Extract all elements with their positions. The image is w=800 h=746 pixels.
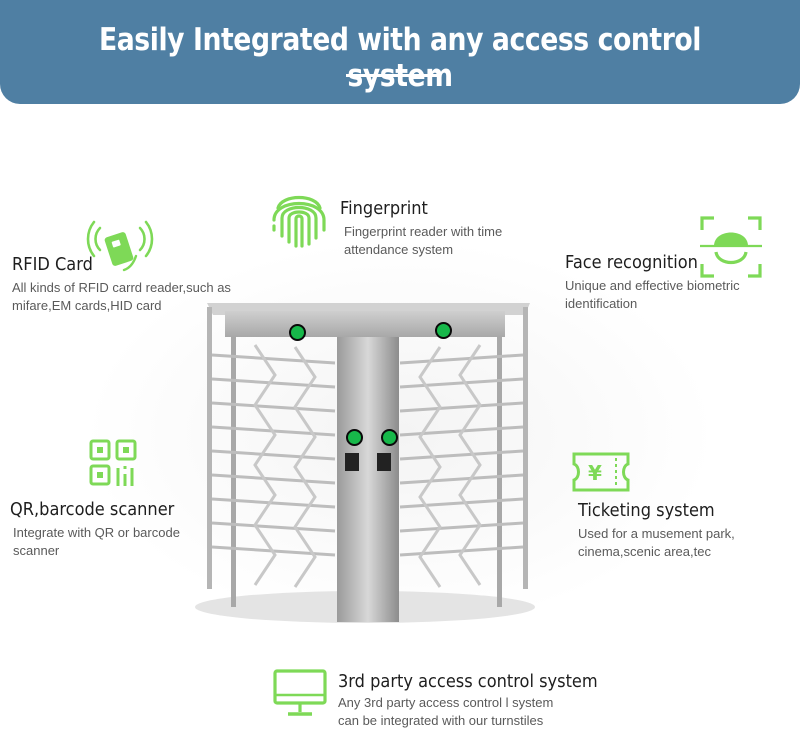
- feature-desc-line: Any 3rd party access control l system: [338, 695, 554, 710]
- feature-fingerprint: Fingerprint Fingerprint reader with time…: [340, 198, 502, 259]
- page-title: Easily Integrated with any access contro…: [98, 22, 702, 94]
- header-banner: Easily Integrated with any access contro…: [0, 0, 800, 104]
- svg-text:¥: ¥: [588, 461, 602, 485]
- feature-desc-line: mifare,EM cards,HID card: [12, 298, 162, 313]
- green-arrow-indicator: [289, 324, 306, 341]
- feature-desc-line: scanner: [13, 543, 60, 558]
- feature-desc-line: Integrate with QR or barcode: [13, 525, 180, 540]
- rfid-card-icon: [86, 218, 154, 274]
- feature-desc-line: Unique and effective biometric: [565, 278, 740, 293]
- face-recognition-icon: [700, 216, 762, 278]
- feature-desc-line: Used for a musement park,: [578, 526, 735, 541]
- green-arrow-indicator: [346, 429, 363, 446]
- feature-desc-line: attendance system: [344, 242, 454, 257]
- full-height-turnstile-image: [195, 285, 540, 625]
- feature-title: 3rd party access control system: [338, 671, 598, 692]
- feature-title: Fingerprint: [340, 198, 428, 219]
- feature-face-recognition: Face recognition Unique and effective bi…: [565, 252, 740, 313]
- feature-title: RFID Card: [12, 254, 93, 275]
- ticket-icon: ¥: [570, 450, 632, 494]
- feature-ticketing: Ticketing system Used for a musement par…: [578, 500, 735, 561]
- feature-desc-line: All kinds of RFID carrd reader,such as: [12, 280, 231, 295]
- qr-code-icon: [88, 438, 140, 488]
- feature-title: Face recognition: [565, 252, 698, 273]
- feature-desc-line: identification: [565, 296, 638, 311]
- monitor-icon: [272, 668, 328, 718]
- title-underline: [346, 74, 439, 77]
- feature-desc-line: cinema,scenic area,tec: [578, 544, 711, 559]
- green-arrow-indicator: [381, 429, 398, 446]
- feature-qr-scanner: QR,barcode scanner Integrate with QR or …: [10, 499, 193, 560]
- feature-third-party: 3rd party access control system Any 3rd …: [338, 671, 627, 730]
- feature-rfid: RFID Card All kinds of RFID carrd reader…: [12, 254, 231, 315]
- fingerprint-icon: [270, 186, 328, 250]
- feature-desc-line: Fingerprint reader with time: [344, 224, 503, 239]
- green-arrow-indicator: [435, 322, 452, 339]
- feature-desc-line: can be integrated with our turnstiles: [338, 713, 544, 728]
- feature-title: Ticketing system: [578, 500, 715, 521]
- feature-title: QR,barcode scanner: [10, 499, 175, 520]
- floor-background: [0, 104, 800, 746]
